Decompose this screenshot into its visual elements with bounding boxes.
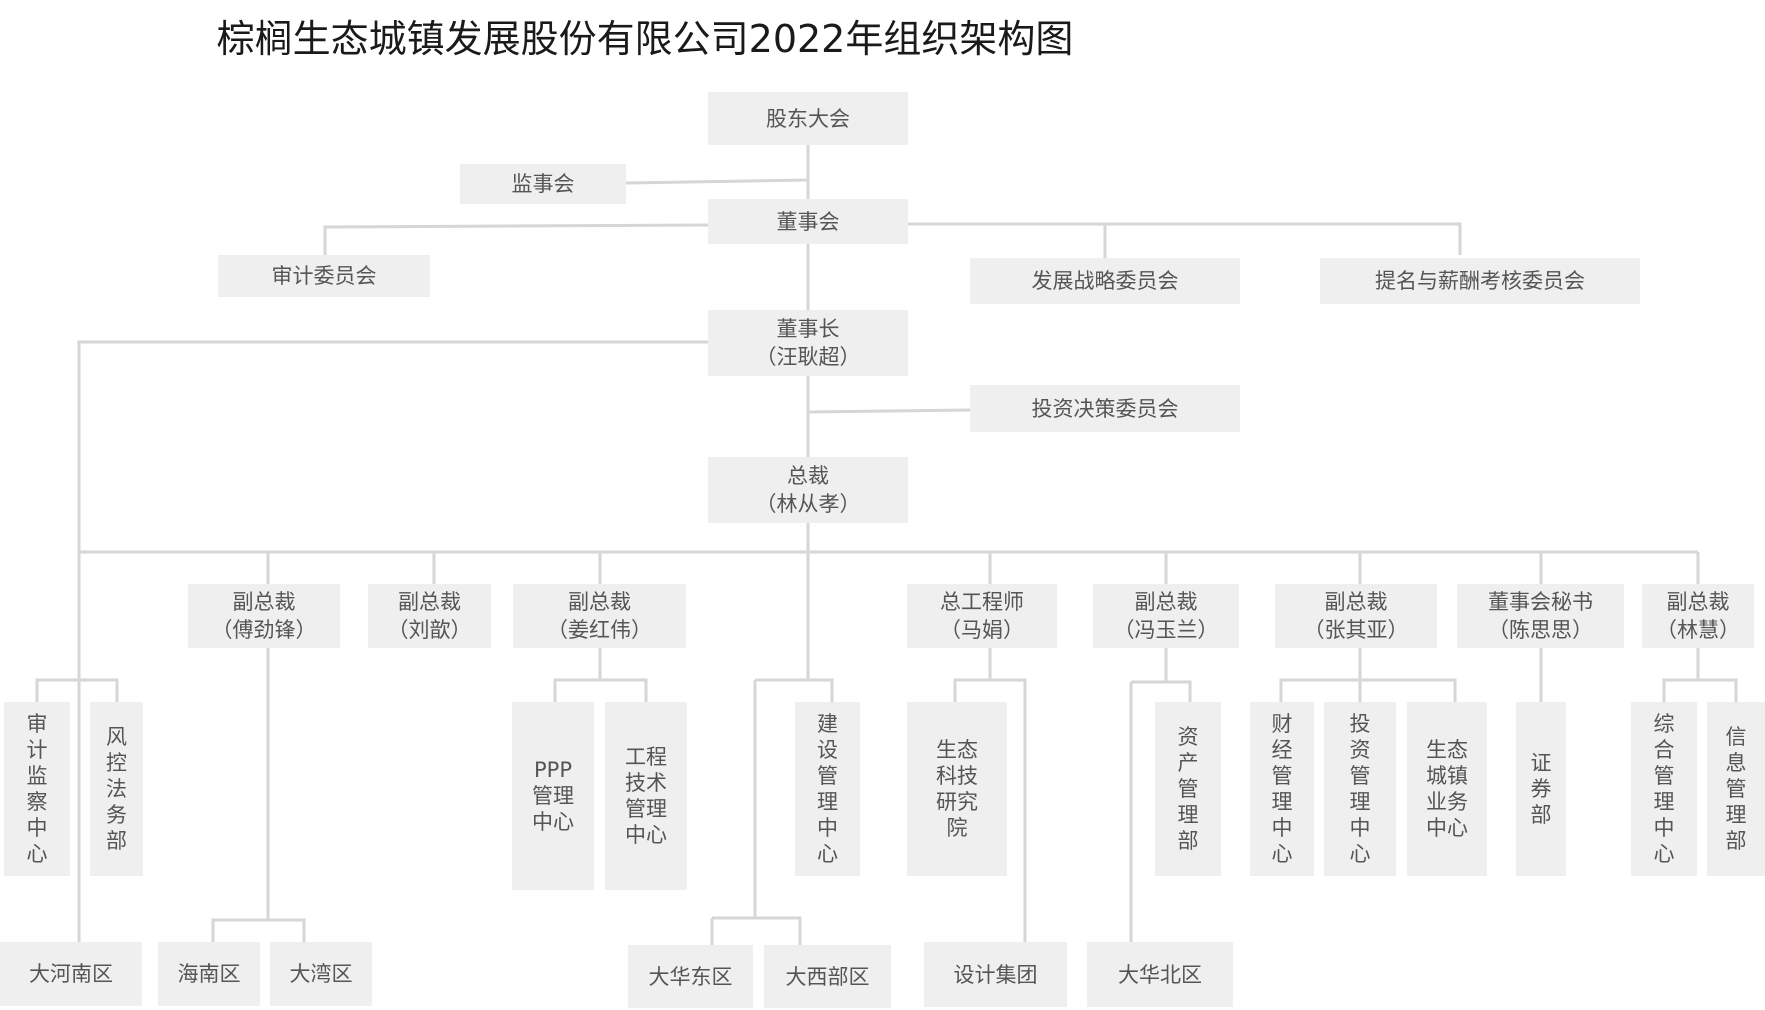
dept-risk: 风控法务部 bbox=[90, 702, 143, 876]
node-audit-committee: 审计委员会 bbox=[218, 255, 430, 297]
node-vp-liu: 副总裁 （刘歆） bbox=[368, 584, 491, 648]
node-chief-engineer: 总工程师 （马娟） bbox=[907, 584, 1057, 648]
dept-securities: 证券部 bbox=[1516, 702, 1566, 876]
node-vp-zhang: 副总裁 （张其亚） bbox=[1275, 584, 1437, 648]
node-president: 总裁 （林从孝） bbox=[708, 457, 908, 523]
design-group: 设计集团 bbox=[924, 942, 1067, 1007]
node-chairman: 董事长 （汪耿超） bbox=[708, 310, 908, 376]
region-henan: 大河南区 bbox=[0, 942, 142, 1006]
dept-asset: 资产管理部 bbox=[1155, 702, 1221, 876]
node-shareholders: 股东大会 bbox=[708, 92, 908, 145]
region-dawan: 大湾区 bbox=[270, 942, 372, 1006]
node-vp-jiang: 副总裁 （姜红伟） bbox=[513, 584, 686, 648]
node-board: 董事会 bbox=[708, 199, 908, 244]
region-dahua-north: 大华北区 bbox=[1087, 942, 1233, 1007]
dept-investment-center: 投资管理中心 bbox=[1324, 702, 1396, 876]
region-west: 大西部区 bbox=[764, 945, 891, 1008]
node-vp-fu: 副总裁 （傅劲锋） bbox=[188, 584, 340, 648]
dept-construction-center: 建设管理中心 bbox=[795, 702, 860, 876]
node-vp-lin: 副总裁 （林慧） bbox=[1642, 584, 1754, 648]
dept-eco-town-center: 生态 城镇 业务 中心 bbox=[1407, 702, 1487, 876]
dept-eco-institute: 生态 科技 研究 院 bbox=[907, 702, 1007, 876]
node-nomination-committee: 提名与薪酬考核委员会 bbox=[1320, 258, 1640, 304]
node-investment-committee: 投资决策委员会 bbox=[970, 385, 1240, 432]
node-board-secretary: 董事会秘书 （陈思思） bbox=[1457, 584, 1624, 648]
node-vp-feng: 副总裁 （冯玉兰） bbox=[1093, 584, 1239, 648]
dept-ppp-center: PPP 管理 中心 bbox=[512, 702, 594, 890]
dept-engineering-center: 工程 技术 管理 中心 bbox=[605, 702, 687, 890]
region-hainan: 海南区 bbox=[158, 942, 260, 1006]
dept-audit-center: 审计监察中心 bbox=[4, 702, 70, 876]
node-strategy-committee: 发展战略委员会 bbox=[970, 258, 1240, 304]
dept-admin-center: 综合管理中心 bbox=[1631, 702, 1697, 876]
dept-info: 信息管理部 bbox=[1707, 702, 1765, 876]
region-dahua-east: 大华东区 bbox=[628, 945, 753, 1008]
node-supervisors: 监事会 bbox=[460, 164, 626, 204]
dept-finance-center: 财经管理中心 bbox=[1250, 702, 1314, 876]
page-title: 棕榈生态城镇发展股份有限公司2022年组织架构图 bbox=[216, 17, 1074, 61]
